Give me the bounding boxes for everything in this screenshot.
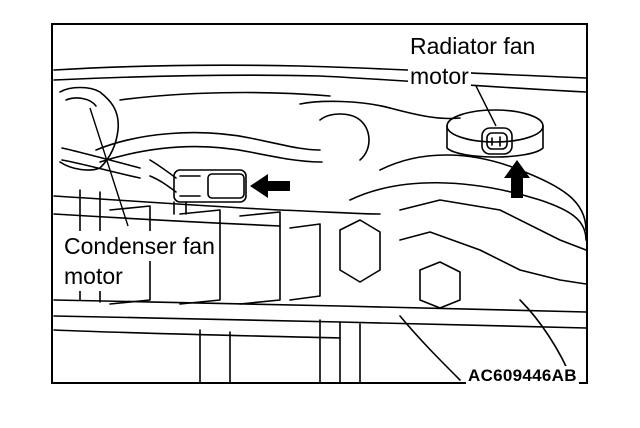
- condenser-fan-motor-label-line2: motor: [62, 261, 125, 291]
- figure-code: AC609446AB: [466, 366, 579, 386]
- condenser-fan-motor-label-line1: Condenser fan: [62, 231, 217, 261]
- indicator-arrows: [250, 160, 530, 198]
- figure-frame: [51, 23, 588, 384]
- radiator-fan-motor-label-line1: Radiator fan: [408, 31, 538, 61]
- engine-components: [53, 64, 587, 383]
- condenser-leader-line: [89, 107, 129, 227]
- up-arrow-icon: [504, 160, 530, 198]
- radiator-fan-motor-label-line2: motor: [408, 61, 471, 91]
- leader-lines: [89, 85, 497, 227]
- radiator-leader-line: [475, 85, 497, 127]
- left-arrow-icon: [250, 174, 290, 198]
